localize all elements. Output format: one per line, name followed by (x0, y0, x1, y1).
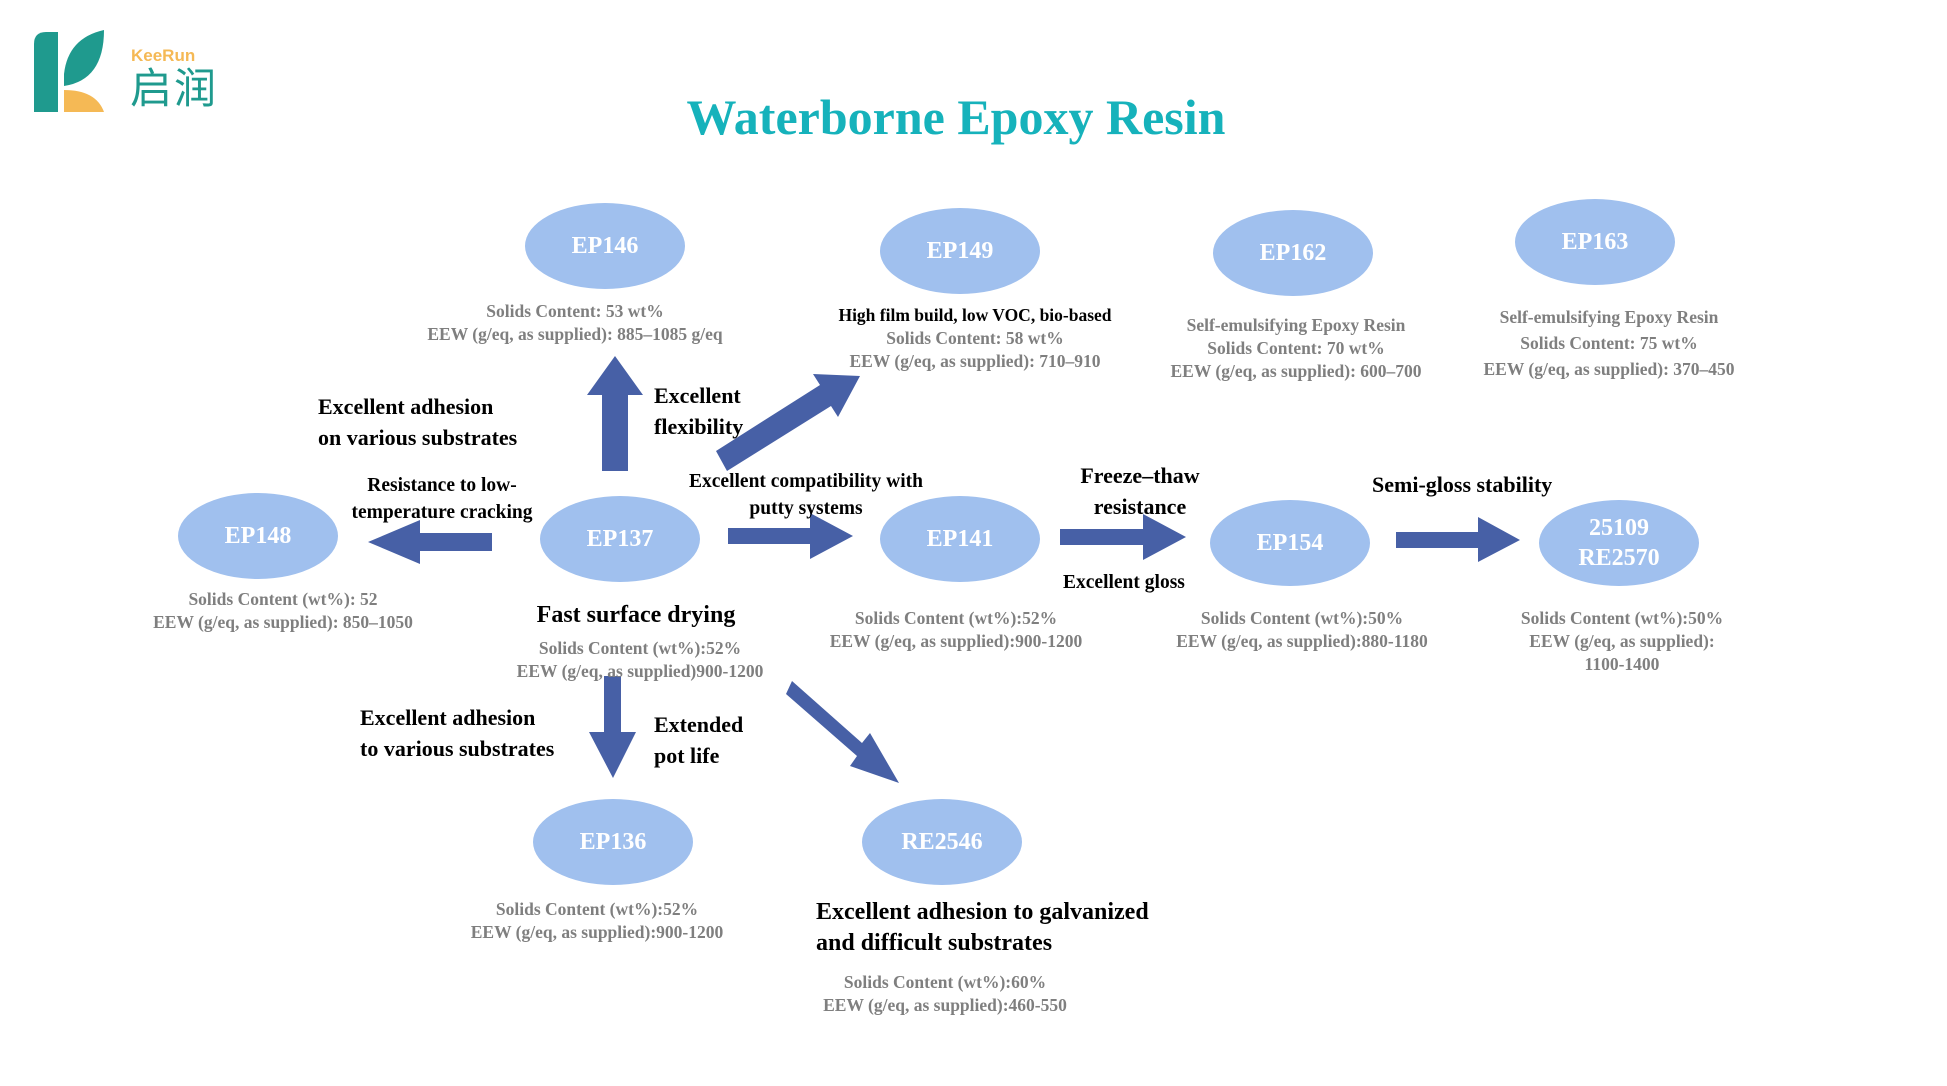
spec-ep162: Self-emulsifying Epoxy Resin Solids Cont… (1170, 314, 1421, 383)
spec-line: Self-emulsifying Epoxy Resin (1186, 315, 1406, 335)
feature-low-temp-cracking: Resistance to low- temperature cracking (351, 472, 532, 526)
feature-line: on various substrates (318, 425, 518, 450)
tagline-ep149: High film build, low VOC, bio-based (838, 305, 1112, 325)
feature-line: flexibility (654, 414, 744, 439)
spec-ep154: Solids Content (wt%):50% EEW (g/eq, as s… (1176, 607, 1428, 653)
page-title: Waterborne Epoxy Resin (686, 89, 1226, 145)
node-re2570-line2: RE2570 (1578, 545, 1660, 571)
arrow-ep137-to-ep149 (716, 374, 860, 471)
spec-line: EEW (g/eq, as supplied): 370–450 (1483, 359, 1735, 379)
arrow-ep141-to-ep154 (1060, 514, 1186, 560)
feature-adhesion-various-down: Excellent adhesion to various substrates (360, 702, 554, 764)
arrow-ep137-to-ep148 (368, 520, 492, 564)
spec-line: Solids Content (wt%):50% (1200, 608, 1404, 628)
spec-line: Solids Content (wt%): 52 (188, 589, 378, 609)
arrow-ep137-to-ep141 (728, 513, 853, 559)
spec-ep146: Solids Content: 53 wt% EEW (g/eq, as sup… (427, 300, 722, 346)
spec-ep141: Solids Content (wt%):52% EEW (g/eq, as s… (830, 607, 1083, 653)
feature-line: Freeze–thaw (1080, 463, 1200, 488)
node-re2570-line1: 25109 (1589, 515, 1649, 541)
spec-line: EEW (g/eq, as supplied): (1529, 631, 1715, 651)
spec-line: EEW (g/eq, as supplied)900-1200 (516, 661, 764, 681)
spec-line: Solids Content: 70 wt% (1207, 338, 1385, 358)
spec-line: EEW (g/eq, as supplied):460-550 (823, 995, 1067, 1015)
spec-ep136: Solids Content (wt%):52% EEW (g/eq, as s… (471, 898, 724, 944)
tagline-line: Excellent adhesion to galvanized (816, 899, 1149, 925)
spec-line: Self-emulsifying Epoxy Resin (1499, 307, 1719, 327)
feature-line: Excellent compatibility with (689, 471, 923, 492)
node-ep149[interactable]: EP149 (880, 208, 1040, 294)
node-ep163[interactable]: EP163 (1515, 199, 1675, 285)
spec-line: Solids Content: 75 wt% (1520, 333, 1698, 353)
spec-ep163: Self-emulsifying Epoxy Resin Solids Cont… (1483, 304, 1734, 382)
feature-flexibility: Excellent flexibility (654, 380, 743, 442)
feature-freeze-thaw: Freeze–thaw resistance (1080, 460, 1199, 522)
spec-re2546: Solids Content (wt%):60% EEW (g/eq, as s… (823, 971, 1067, 1017)
tagline-re2546: Excellent adhesion to galvanized and dif… (816, 897, 1149, 959)
feature-excellent-gloss: Excellent gloss (1063, 572, 1185, 593)
spec-line: EEW (g/eq, as supplied): 850–1050 (153, 612, 413, 632)
arrow-ep154-to-re2570 (1396, 517, 1520, 562)
arrow-ep137-to-re2546 (786, 681, 899, 783)
logo-brand-en: KeeRun (131, 46, 196, 65)
spec-line: Solids Content (wt%):52% (495, 899, 699, 919)
node-ep146[interactable]: EP146 (525, 203, 685, 289)
spec-ep148: Solids Content (wt%): 52 EEW (g/eq, as s… (153, 588, 413, 634)
tagline-line: and difficult substrates (816, 930, 1053, 956)
feature-line: Excellent adhesion (360, 705, 536, 730)
node-ep148[interactable]: EP148 (178, 493, 338, 579)
feature-line: putty systems (749, 498, 863, 519)
node-ep137[interactable]: EP137 (540, 496, 700, 582)
node-re2546[interactable]: RE2546 (862, 799, 1022, 885)
spec-line: EEW (g/eq, as supplied): 885–1085 g/eq (427, 324, 723, 344)
node-re2570[interactable]: 25109 RE2570 (1539, 500, 1699, 586)
logo-brand-cn: 启润 (130, 64, 219, 113)
feature-pot-life: Extended pot life (654, 709, 743, 771)
spec-line: Solids Content (wt%):52% (538, 638, 742, 658)
spec-line: Solids Content: 58 wt% (886, 328, 1064, 348)
spec-line: EEW (g/eq, as supplied):900-1200 (829, 631, 1083, 651)
feature-line: temperature cracking (351, 502, 533, 523)
tagline-ep137: Fast surface drying (536, 602, 736, 628)
feature-adhesion-various-up: Excellent adhesion on various substrates (318, 391, 517, 453)
logo-k-icon (34, 30, 104, 112)
feature-line: to various substrates (360, 736, 555, 761)
feature-putty-compatibility: Excellent compatibility with putty syste… (689, 468, 923, 522)
feature-semi-gloss: Semi-gloss stability (1372, 472, 1553, 497)
spec-ep137: Solids Content (wt%):52% EEW (g/eq, as s… (517, 637, 764, 683)
spec-line: EEW (g/eq, as supplied): 710–910 (849, 351, 1101, 371)
spec-line: EEW (g/eq, as supplied):880-1180 (1176, 631, 1428, 651)
feature-line: resistance (1093, 494, 1187, 519)
node-ep136[interactable]: EP136 (533, 799, 693, 885)
spec-ep149: High film build, low VOC, bio-based Soli… (838, 304, 1111, 373)
spec-line: Solids Content (wt%):50% (1520, 608, 1724, 628)
feature-line: Extended (654, 712, 744, 737)
node-ep154[interactable]: EP154 (1210, 500, 1370, 586)
feature-line: Excellent (654, 383, 741, 408)
arrow-ep137-to-ep146 (587, 356, 643, 471)
spec-line: 1100-1400 (1584, 654, 1660, 674)
node-ep141[interactable]: EP141 (880, 496, 1040, 582)
spec-line: Solids Content (wt%):60% (843, 972, 1047, 992)
spec-line: Solids Content: 53 wt% (486, 301, 664, 321)
spec-line: EEW (g/eq, as supplied): 600–700 (1170, 361, 1422, 381)
keerun-logo: KeeRun 启润 (34, 30, 234, 114)
feature-line: Resistance to low- (367, 475, 517, 496)
arrow-ep137-to-ep136 (589, 676, 636, 778)
feature-line: pot life (654, 743, 720, 768)
spec-re2570: Solids Content (wt%):50% EEW (g/eq, as s… (1521, 607, 1723, 676)
feature-line: Excellent adhesion (318, 394, 494, 419)
node-ep162[interactable]: EP162 (1213, 210, 1373, 296)
spec-line: Solids Content (wt%):52% (854, 608, 1058, 628)
spec-line: EEW (g/eq, as supplied):900-1200 (470, 922, 724, 942)
